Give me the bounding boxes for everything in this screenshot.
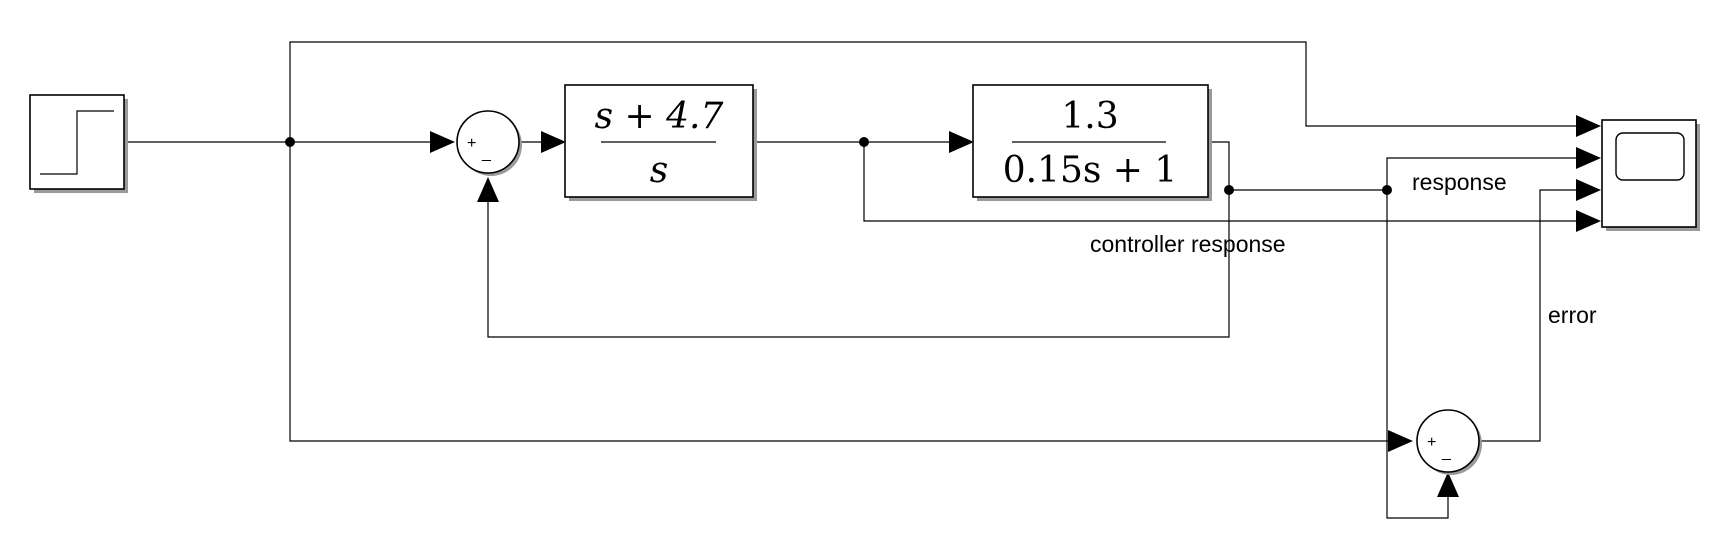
arrowhead-controller-in [541, 131, 566, 153]
plant-denominator: 0.15s + 1 [1003, 150, 1178, 191]
controller-response-label: controller response [1090, 231, 1286, 257]
error-label: error [1548, 302, 1597, 328]
arrowhead-sum-minus [477, 177, 499, 202]
arrowhead-sum-plus [430, 131, 455, 153]
error-sum-block[interactable]: + _ [1416, 409, 1482, 475]
arrowhead-plant-in [949, 131, 974, 153]
branch-point-reference [285, 137, 295, 147]
branch-point-controller-output [859, 137, 869, 147]
wire-response-to-scope[interactable] [1386, 157, 1580, 190]
feedback-sum-plus-sign: + [467, 135, 476, 152]
error-sum-plus-sign: + [1427, 434, 1436, 451]
arrowhead-error-sum-plus [1388, 430, 1413, 452]
branch-point-response [1382, 185, 1392, 195]
arrowhead-scope-in-2 [1576, 147, 1601, 169]
arrowhead-scope-in-4 [1576, 210, 1601, 232]
feedback-sum-minus-sign: _ [481, 145, 492, 162]
wire-reference-to-scope[interactable] [289, 41, 1580, 142]
plant-transfer-function-block[interactable]: 1.3 0.15s + 1 [972, 84, 1212, 201]
wire-plant-output[interactable] [1212, 141, 1230, 190]
wire-response-to-error-sum[interactable] [1386, 190, 1449, 519]
wire-controller-response-to-scope[interactable] [863, 142, 1580, 222]
response-label: response [1412, 169, 1507, 195]
signal-labels: response controller response error [1090, 169, 1597, 328]
arrowhead-scope-in-1 [1576, 115, 1601, 137]
controller-numerator: s + 4.7 [595, 96, 724, 137]
wire-error-to-scope[interactable] [1478, 189, 1580, 442]
arrowhead-error-sum-minus [1437, 472, 1459, 497]
arrowheads [430, 115, 1601, 497]
controller-transfer-function-block[interactable]: s + 4.7 s [564, 84, 757, 201]
step-icon [40, 110, 114, 175]
scope-block[interactable] [1601, 119, 1700, 231]
branch-point-plant-output [1224, 185, 1234, 195]
arrowhead-scope-in-3 [1576, 179, 1601, 201]
error-sum-minus-sign: _ [1441, 444, 1452, 461]
signal-lines [126, 41, 1580, 519]
step-block[interactable] [29, 94, 128, 193]
branch-points [285, 137, 1392, 195]
controller-denominator: s [650, 150, 668, 191]
wire-feedback-path[interactable] [487, 190, 1230, 338]
plant-numerator: 1.3 [1061, 96, 1118, 137]
feedback-sum-block[interactable]: + _ [456, 110, 522, 176]
wire-reference-to-error-sum[interactable] [289, 142, 1392, 442]
scope-screen-icon [1615, 132, 1685, 181]
